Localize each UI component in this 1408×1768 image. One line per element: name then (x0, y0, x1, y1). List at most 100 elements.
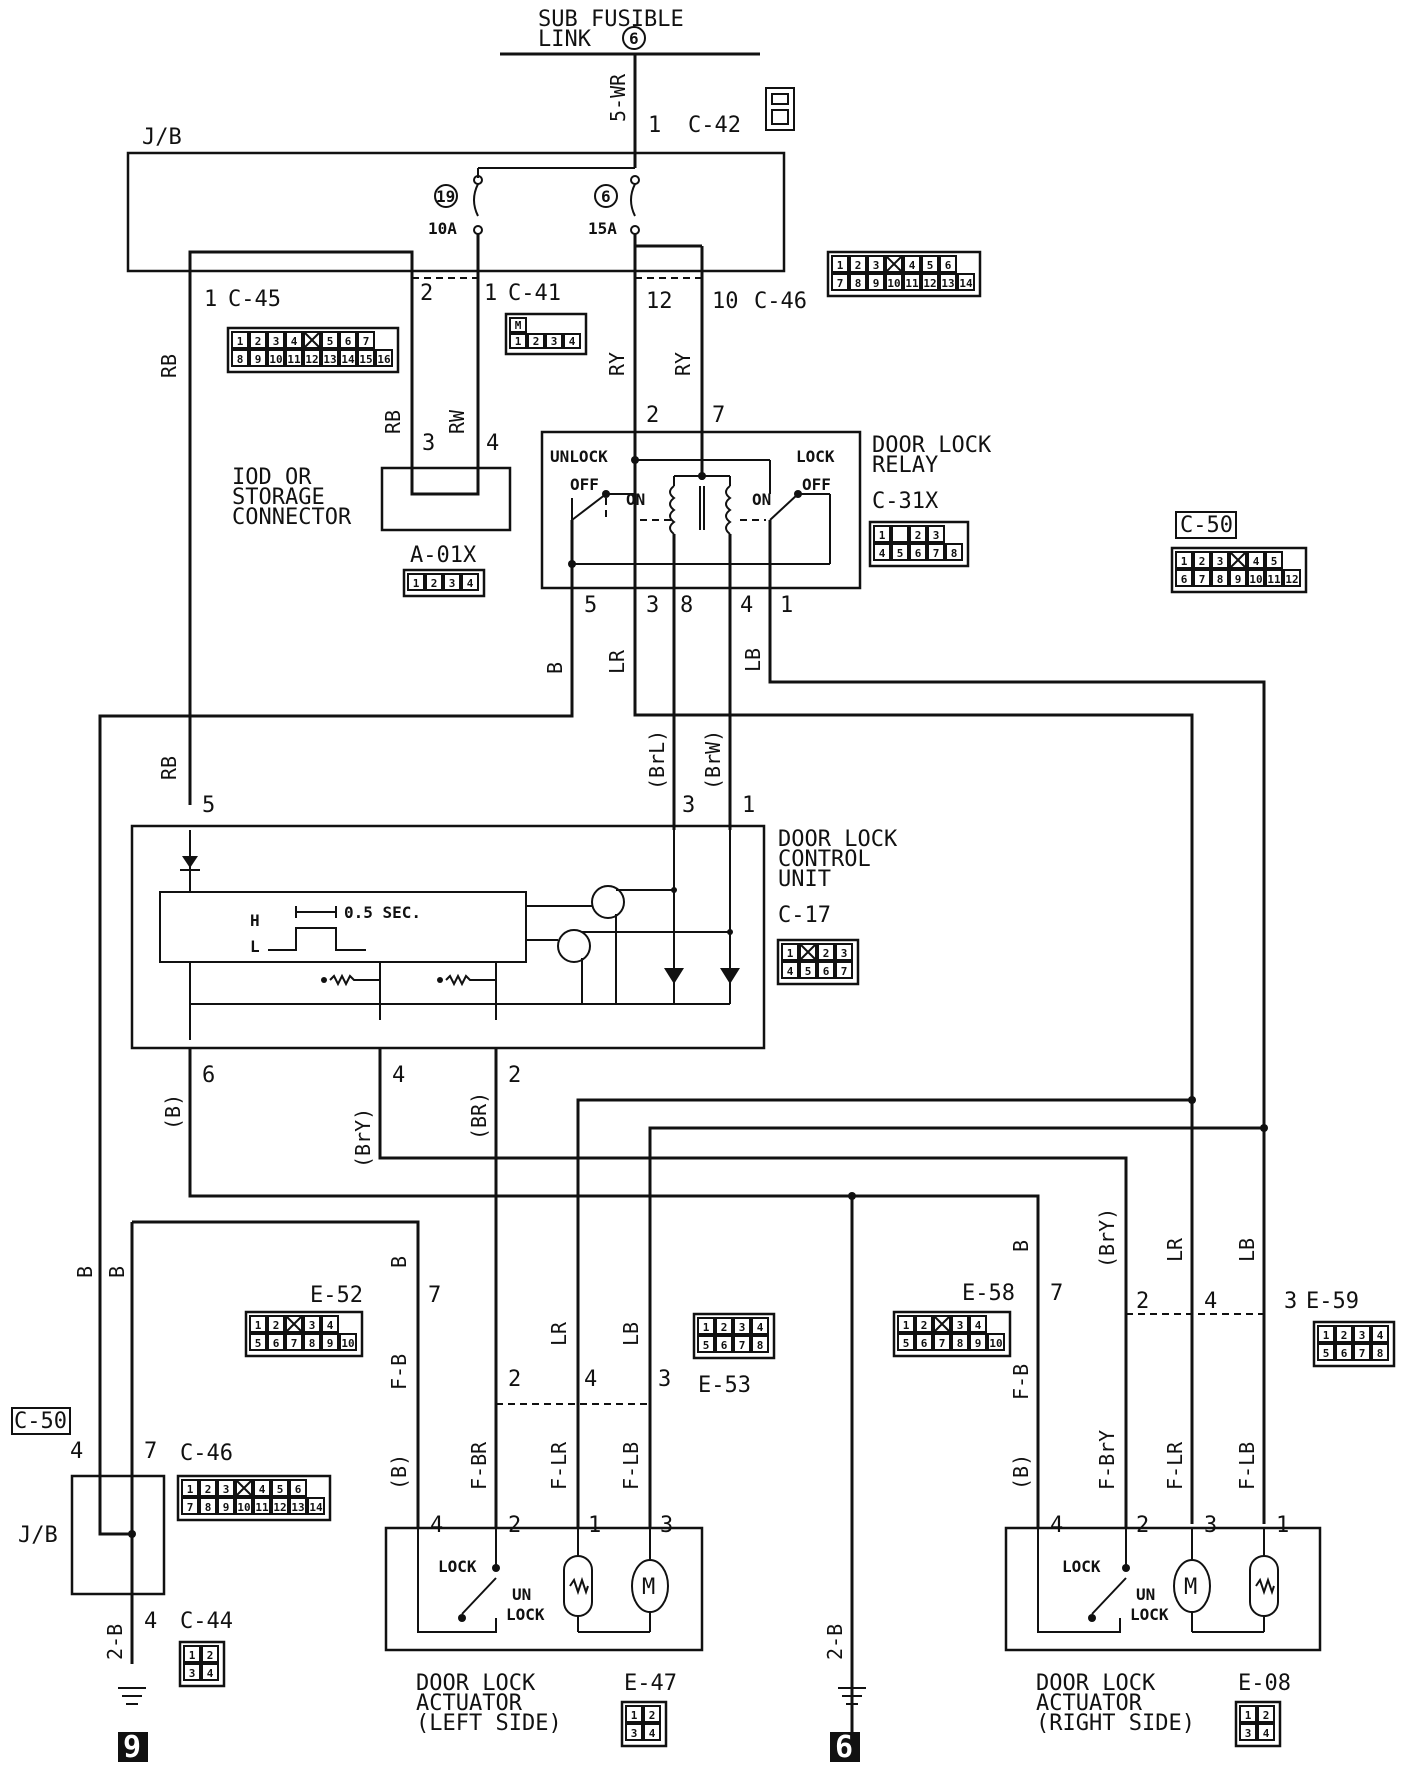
pin-cell (733, 1335, 751, 1353)
pin-number: 3 (1217, 555, 1224, 568)
pin-number: 7 (841, 965, 848, 978)
wire-lb-right: LB (1235, 1238, 1259, 1262)
pin-cell (873, 525, 891, 543)
pin-cell (509, 317, 527, 333)
door-lock-actuator-left (384, 1526, 704, 1652)
pin-number: 4 (649, 1727, 656, 1740)
c46-label-2: C-46 (180, 1441, 233, 1466)
pin-number: 2 (915, 529, 922, 542)
pin-number: 8 (1377, 1347, 1384, 1360)
pin-cell (897, 1333, 915, 1351)
svg-text:7: 7 (1050, 1281, 1063, 1306)
jb-label-2: J/B (18, 1523, 58, 1548)
pin-number: 5 (897, 547, 904, 560)
pin-cell (1283, 569, 1301, 587)
pin-number: 4 (1253, 555, 1260, 568)
svg-text:8: 8 (680, 593, 693, 618)
pin-number: 8 (205, 1501, 212, 1514)
pin-cell (271, 1479, 289, 1497)
connector-grid-a01x (402, 568, 486, 598)
pin-cell (285, 1315, 303, 1333)
pin-cell (939, 255, 957, 273)
pin-cell (915, 1333, 933, 1351)
pin-cell (303, 1315, 321, 1333)
pin-cell (1335, 1343, 1353, 1361)
svg-text:LOCK: LOCK (1062, 1557, 1101, 1576)
pin-number: 7 (363, 335, 370, 348)
pin-cell (271, 1497, 289, 1515)
pin-cell (289, 1479, 307, 1497)
pin-cell (781, 943, 799, 961)
pin-cell (625, 1705, 643, 1723)
control-unit-internals: H L 0.5 SEC. (159, 830, 740, 1040)
svg-text:1: 1 (742, 793, 755, 818)
wire-fbr: F-BR (467, 1441, 491, 1490)
connector-grid-e52 (244, 1310, 364, 1358)
pin-cell (849, 273, 867, 291)
svg-text:LOCK: LOCK (796, 447, 835, 466)
wire-fb-right: F-B (1009, 1364, 1033, 1400)
pin-cell (1211, 551, 1229, 569)
wire-rw: RW (445, 409, 469, 434)
pin-number: 2 (721, 1321, 728, 1334)
pin-cell (1371, 1325, 1389, 1343)
pin-number: 11 (1267, 573, 1281, 586)
wire-rb-2: RB (381, 410, 405, 434)
pin-cell (201, 1645, 219, 1663)
pin-number: 3 (1359, 1329, 1366, 1342)
pin-number: 4 (259, 1483, 266, 1496)
connector-grid-c17 (776, 938, 860, 986)
pin-cell (1247, 569, 1265, 587)
svg-text:UN: UN (512, 1585, 531, 1604)
pin-cell (461, 573, 479, 591)
e08-label: E-08 (1238, 1671, 1291, 1696)
svg-text:UNIT: UNIT (778, 867, 831, 892)
pin-number: 11 (255, 1501, 269, 1514)
pin-cell (357, 349, 375, 367)
wire-lr-right: LR (1163, 1237, 1187, 1262)
pin-cell (933, 1315, 951, 1333)
connector-grid-c45 (226, 326, 400, 374)
pin-cell (799, 961, 817, 979)
wire-b-left2: B (105, 1266, 129, 1278)
c50-label: C-50 (1180, 513, 1233, 538)
svg-text:STORAGE: STORAGE (232, 485, 325, 510)
pin-number: 1 (903, 1319, 910, 1332)
pin-number: 6 (921, 1337, 928, 1350)
pin-cell (933, 1333, 951, 1351)
pin-cell (1317, 1343, 1335, 1361)
pin-number: 3 (309, 1319, 316, 1332)
pin-cell (249, 349, 267, 367)
svg-text:H: H (250, 911, 260, 930)
pin-cell (339, 331, 357, 349)
pin-cell (945, 543, 963, 561)
pin-number: 11 (287, 353, 301, 366)
wire-rb-1: RB (157, 354, 181, 378)
pin-number: 6 (273, 1337, 280, 1350)
pin-number: 10 (269, 353, 282, 366)
svg-text:OFF: OFF (802, 475, 831, 494)
pin-number: 2 (823, 947, 830, 960)
pin-number: 6 (823, 965, 830, 978)
pin-cell (1239, 1723, 1257, 1741)
svg-text:CONTROL: CONTROL (778, 847, 871, 872)
svg-text:6: 6 (202, 1063, 215, 1088)
pin-number: 7 (739, 1339, 746, 1352)
wire-flb-left: F-LB (619, 1442, 643, 1490)
pin-cell (235, 1479, 253, 1497)
pin-number: 8 (237, 353, 244, 366)
pin-cell (267, 1315, 285, 1333)
pin-number: 4 (909, 259, 916, 272)
pin-cell (921, 255, 939, 273)
pin-cell (231, 349, 249, 367)
c44-label: C-44 (180, 1609, 233, 1634)
fuse-19: 19 10A (428, 167, 635, 270)
svg-text:ACTUATOR: ACTUATOR (416, 1691, 523, 1716)
wire-2b-center: 2-B (823, 1624, 847, 1660)
pin-cell (307, 1497, 325, 1515)
svg-text:4: 4 (1050, 1513, 1063, 1538)
c31x-label: C-31X (872, 489, 939, 514)
connector-grid-e47 (620, 1700, 668, 1748)
svg-text:M: M (642, 1575, 655, 1600)
